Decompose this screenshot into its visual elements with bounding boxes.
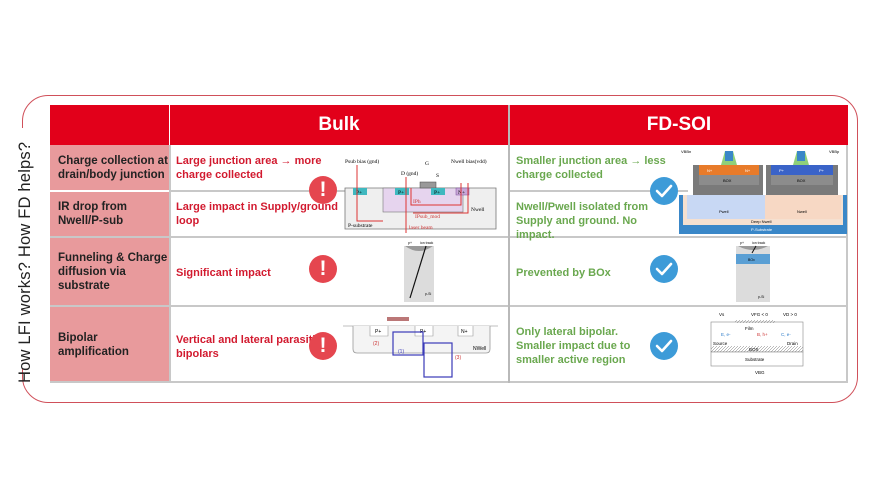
diagram-label: Substrate (745, 357, 765, 362)
diagram-label: (2) (373, 341, 379, 347)
row-label: Charge collection at drain/body junction (50, 145, 169, 190)
diagram-label: G (425, 161, 429, 167)
diagram-label: Nwell (471, 207, 485, 213)
row-divider (50, 305, 848, 307)
diagram-label: VBBn (681, 149, 691, 154)
diagram-label: Vs (719, 312, 725, 317)
diagram-label: P+ (434, 190, 440, 196)
diagram-label: ion track (752, 241, 765, 245)
row-label: Funneling & Charge diffusion via substra… (50, 238, 169, 305)
diagram-label: P+ (398, 190, 404, 196)
diagram-label: BOx (748, 258, 755, 262)
diagram-label: NWell (473, 346, 486, 352)
diagram-label: VBBp (829, 149, 840, 154)
row-label: Bipolar amplification (50, 307, 169, 383)
diagram-label: p-Si (758, 295, 764, 299)
diagram-label: D (gnd) (401, 170, 418, 177)
header-empty (50, 105, 169, 145)
bulk-row-4-text: Vertical and lateral parasitic bipolars (176, 334, 322, 360)
diagram-label: E, e- (721, 332, 731, 337)
diagram-label: VD > 0 (783, 312, 797, 317)
diagram-label: ion track (420, 241, 433, 245)
header-fdsoi: FD-SOI (510, 105, 848, 145)
diagram-label: S (436, 173, 439, 179)
diagram-label: p+ (408, 241, 412, 245)
diagram-label: P+ (819, 168, 825, 173)
diagram-label: p-Si (425, 292, 431, 296)
diagram-label: BOX (723, 178, 732, 183)
bulk-junction-diagram: P+ P+ P+ N+ Psub bias (gnd) D (gnd) G S … (344, 158, 497, 233)
fdsoi-funneling-diagram: p+ ion track BOx p-Si (736, 241, 770, 302)
diagram-label: Film (745, 326, 754, 331)
exclamation-icon: ! (309, 332, 337, 360)
diagram-label: Drain (787, 341, 798, 346)
frame-gap (18, 128, 30, 368)
checkmark-icon (650, 332, 678, 360)
diagram-label: N+ (461, 329, 468, 335)
checkmark-icon (650, 255, 678, 283)
diagram-label: p+ (740, 241, 744, 245)
diagram-label: BOX (749, 347, 759, 352)
diagram-label: VFG < 0 (751, 312, 768, 317)
fdsoi-row-3-text: Prevented by BOx (516, 267, 611, 279)
bulk-row-1-text: Large junction area → more charge collec… (176, 155, 322, 181)
diagram-label: P-substrate (348, 223, 373, 229)
diagram-label: Nwell (797, 209, 807, 214)
bulk-row-3-text: Significant impact (176, 267, 271, 279)
diagram-label: (3) (455, 355, 461, 361)
row-divider (170, 190, 386, 192)
diagram-label: (1) (398, 349, 404, 355)
diagram-label: Nwell bias(vdd) (451, 158, 487, 165)
diagram-label: VBG (755, 370, 765, 375)
fdsoi-junction-diagram: VBBn VBBp N+ N+ P+ P+ BOX BOX Pwell Nwel… (679, 149, 847, 234)
diagram-label: N+ (707, 168, 713, 173)
diagram-label: Source (713, 341, 728, 346)
diagram-label: Pwell (719, 209, 729, 214)
row-divider (50, 381, 848, 383)
table-right-edge (846, 145, 848, 383)
exclamation-icon: ! (309, 176, 337, 204)
exclamation-icon: ! (309, 255, 337, 283)
diagram-label: Psub bias (gnd) (345, 158, 379, 165)
row-divider (50, 236, 848, 238)
diagram-label: C, e- (781, 332, 791, 337)
diagram-label: laser beam (409, 225, 433, 231)
comparison-table: Bulk FD-SOI Charge collection at drain/b… (50, 105, 848, 383)
diagram-label: P+ (375, 329, 381, 335)
checkmark-icon (650, 177, 678, 205)
fdsoi-row-1-text: Smaller junction area → less charge coll… (516, 155, 666, 181)
diagram-label: B, h+ (757, 332, 768, 337)
diagram-label: IPsub_mod (415, 214, 440, 220)
bulk-bipolar-diagram: P+ P+ N+ (2) (1) (3) NWell (343, 317, 498, 378)
row-divider (510, 190, 688, 192)
side-title: How LFI works? How FD helps? (16, 141, 34, 383)
diagram-label: P-Substrate (751, 227, 773, 232)
diagram-label: P+ (779, 168, 785, 173)
diagram-label: P+ (356, 190, 362, 196)
fdsoi-row-2-text: Nwell/Pwell isolated from Supply and gro… (516, 201, 649, 241)
header-bulk: Bulk (170, 105, 508, 145)
diagram-label: IPh (413, 199, 421, 205)
col-divider (169, 145, 171, 383)
diagram-label: Deep Nwell (751, 219, 772, 224)
row-label: IR drop from Nwell/P-sub (50, 192, 169, 236)
diagram-label: N+ (458, 190, 465, 196)
bulk-funneling-diagram: p+ ion track p-Si (404, 241, 434, 302)
diagram-label: N+ (745, 168, 751, 173)
bulk-row-2-text: Large impact in Supply/ground loop (176, 201, 338, 227)
diagram-label: BOX (797, 178, 806, 183)
fdsoi-row-4-text: Only lateral bipolar. Smaller impact due… (516, 326, 631, 366)
col-divider (508, 105, 510, 383)
fdsoi-bipolar-diagram: Vs VFG < 0 VD > 0 Film E, e- B, h+ C, e-… (710, 312, 804, 375)
